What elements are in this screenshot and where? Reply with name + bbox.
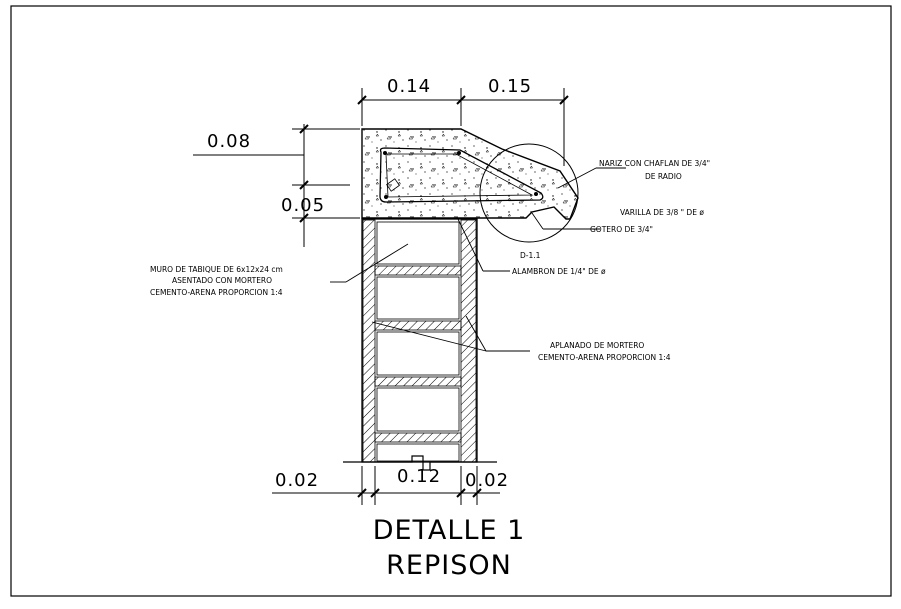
label-nariz-1: NARIZ CON CHAFLAN DE 3/4" (599, 159, 710, 168)
rebar-dot (383, 151, 387, 155)
drawing-title-line2: REPISON (386, 550, 512, 581)
rebar-dot (384, 195, 388, 199)
dim-bottom-right: 0.02 (465, 470, 509, 491)
label-varilla: VARILLA DE 3/8 " DE ø (620, 208, 704, 217)
sheet-border (10, 5, 892, 597)
dim-top-left: 0.14 (387, 76, 431, 97)
rebar-dot (457, 151, 461, 155)
dim-side-upper: 0.08 (207, 131, 251, 152)
dimension-lines (193, 88, 569, 505)
label-gotero: GOTERO DE 3/4" (590, 225, 653, 234)
label-alambron: ALAMBRON DE 1/4" DE ø (512, 267, 606, 276)
base-line (343, 455, 497, 471)
label-aplanado-2: CEMENTO-ARENA PROPORCION 1:4 (538, 353, 671, 362)
drawing-title-line1: DETALLE 1 (373, 515, 526, 546)
label-muro-3: CEMENTO-ARENA PROPORCION 1:4 (150, 288, 283, 297)
detail-circle (479, 143, 579, 243)
label-muro-2: ASENTADO CON MORTERO (172, 276, 272, 285)
label-muro-1: MURO DE TABIQUE DE 6x12x24 cm (150, 265, 283, 274)
dim-bottom-center: 0.12 (397, 466, 441, 487)
rebar-dot (534, 192, 538, 196)
concrete-sill (361, 128, 579, 220)
label-aplanado-1: APLANADO DE MORTERO (550, 341, 644, 350)
dim-bottom-left: 0.02 (275, 470, 319, 491)
brick-wall (361, 218, 478, 463)
label-nariz-2: DE RADIO (645, 172, 682, 181)
rebar-cage (379, 147, 544, 203)
dim-top-right: 0.15 (488, 76, 532, 97)
dim-side-lower: 0.05 (281, 195, 325, 216)
leader-lines (330, 167, 626, 352)
label-detail-ref: D-1.1 (520, 251, 541, 260)
